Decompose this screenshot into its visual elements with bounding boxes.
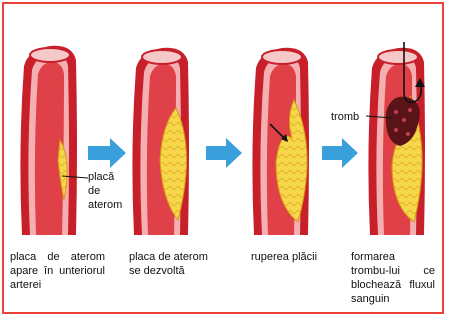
caption-stage-4: formarea trombu-lui ce blochează fluxul …	[351, 250, 435, 306]
arrow-right-icon	[322, 138, 358, 168]
artery-stage-3	[252, 48, 309, 235]
arrow-right-icon	[88, 138, 126, 168]
artery-stage-4	[366, 42, 425, 235]
caption-stage-1: placa de aterom apare în unteriorul arte…	[10, 250, 105, 292]
thrombus-label: tromb	[331, 110, 359, 124]
artery-stage-1	[20, 46, 88, 235]
caption-stage-2: placa de aterom se dezvoltă	[129, 250, 209, 278]
artery-stage-2	[132, 48, 189, 235]
caption-stage-3: ruperea plăcii	[251, 250, 331, 264]
arrow-right-icon	[206, 138, 242, 168]
plaque-label: placă de aterom	[88, 170, 128, 212]
